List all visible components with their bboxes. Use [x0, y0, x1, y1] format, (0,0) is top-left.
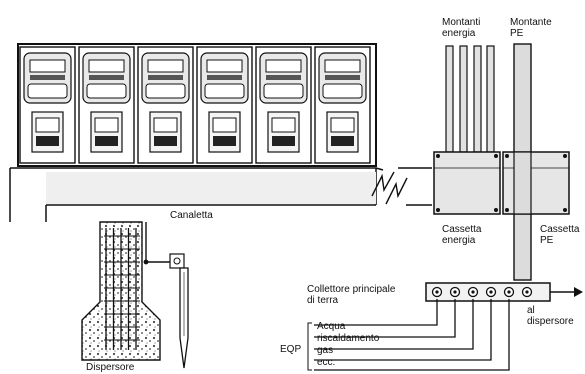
canaletta-shading — [46, 172, 376, 204]
terminal-screw — [489, 290, 493, 294]
label-dispersore: Dispersore — [86, 362, 135, 373]
label-eqp-ecc: ecc. — [317, 357, 336, 368]
collettore-bar — [425, 282, 551, 302]
meter-panel — [17, 43, 377, 167]
eqp-bracket — [307, 322, 312, 371]
montanti-energia — [445, 45, 495, 153]
rebar-cage — [104, 228, 140, 350]
label-eqp-acqua: Acqua — [317, 321, 346, 332]
label-eqp-gas: gas — [317, 345, 334, 356]
terminal-screw — [435, 290, 439, 294]
arrow-head — [574, 287, 583, 297]
energy-meter — [314, 46, 371, 164]
eqp-lines — [314, 299, 510, 371]
canaletta-duct — [9, 167, 384, 222]
cassetta-energia-box — [433, 151, 501, 215]
label-canaletta: Canaletta — [170, 210, 213, 221]
energy-meter — [19, 46, 76, 164]
ground-clamp — [169, 253, 185, 269]
duct-continuation — [398, 167, 432, 206]
label-eqp-riscaldamento: riscaldamento — [317, 333, 380, 344]
terminal-screw — [507, 290, 511, 294]
duct-break-mark — [371, 171, 408, 205]
cassetta-pe-box — [502, 151, 570, 215]
energy-meter — [78, 46, 135, 164]
terminal-screw — [525, 290, 529, 294]
energy-meter — [137, 46, 194, 164]
collector-terminals — [431, 286, 533, 298]
energy-meter — [196, 46, 253, 164]
energy-meter — [255, 46, 312, 164]
label-eqp: EQP — [280, 344, 302, 355]
terminal-screw — [453, 290, 457, 294]
terminal-screw — [471, 290, 475, 294]
meters-group — [19, 46, 371, 164]
